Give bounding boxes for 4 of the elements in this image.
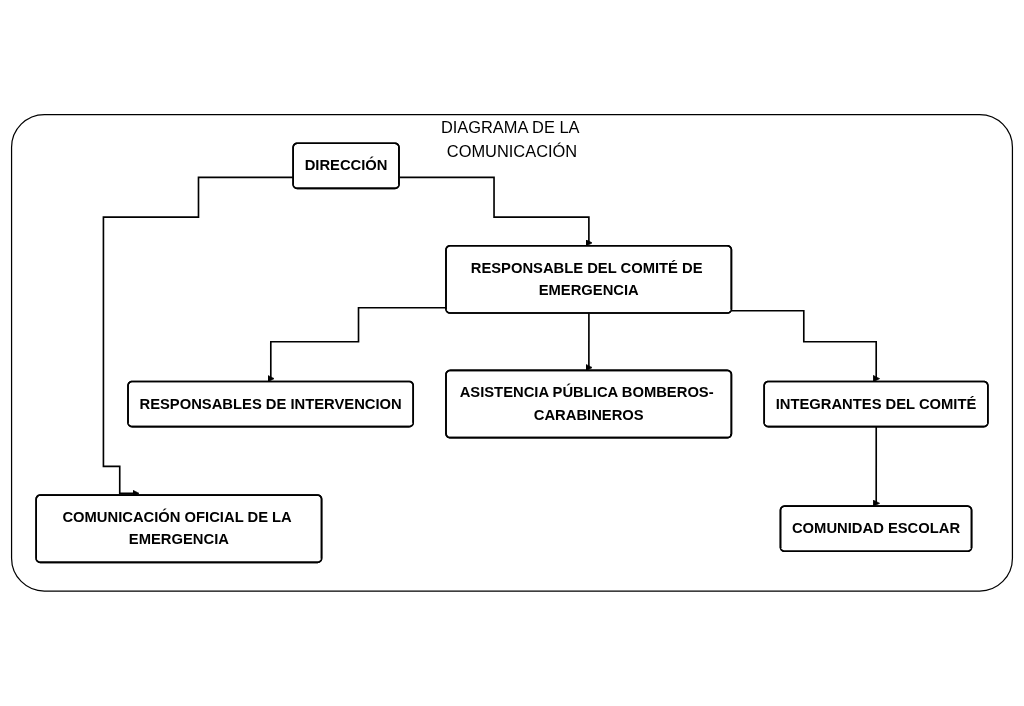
arrow — [872, 426, 880, 508]
arrow — [730, 310, 880, 383]
arrow — [398, 176, 593, 247]
arrow — [585, 312, 593, 372]
